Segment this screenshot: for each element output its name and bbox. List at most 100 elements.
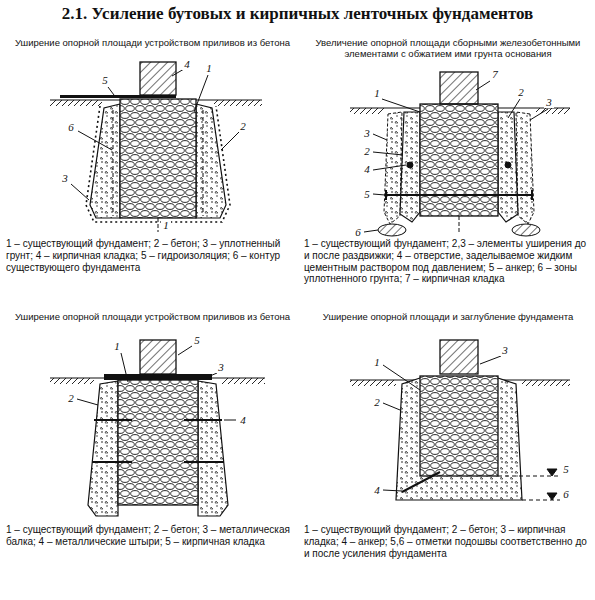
callout-number: 7 — [490, 68, 500, 80]
soil-hatch — [214, 100, 262, 106]
compacted-zone — [512, 224, 540, 236]
soil-hatch — [222, 378, 265, 384]
callout-number: 5 — [192, 334, 202, 346]
leader-line — [210, 373, 217, 376]
metal-pin — [92, 461, 132, 463]
leader-line — [78, 131, 112, 150]
rubble-foundation — [420, 104, 498, 216]
panel-caption: 1 – существующий фундамент; 2 – бетон; 3… — [6, 524, 292, 548]
leader-line — [364, 230, 378, 232]
callout-number: 1 — [204, 62, 214, 74]
soil-hatch — [522, 380, 570, 386]
level-line — [498, 476, 560, 477]
precast-element — [498, 112, 518, 222]
callout-number: 4 — [182, 58, 192, 70]
callout-number: 3 — [544, 96, 554, 108]
metal-pin — [94, 419, 132, 421]
leader-line — [178, 346, 192, 355]
panel-1-drawing — [50, 62, 262, 232]
callout-number: 2 — [372, 396, 382, 408]
concrete-haunch — [90, 104, 120, 218]
leader-line — [383, 403, 400, 410]
callout-number: 2 — [238, 120, 248, 132]
rubble-foundation — [120, 99, 196, 218]
compacted-zone — [378, 224, 406, 236]
callout-number: 2 — [66, 392, 76, 404]
callout-number: 4 — [362, 163, 372, 175]
callout-number: 4 — [238, 414, 248, 426]
callout-number: 3 — [362, 127, 372, 139]
leader-line — [383, 490, 402, 491]
callout-number: 1 — [161, 219, 171, 231]
soil-hatch — [50, 378, 94, 384]
leader-line — [373, 194, 385, 195]
precast-element-after — [516, 112, 534, 224]
panel-3-drawing — [50, 340, 265, 516]
callout-number: 6 — [66, 121, 76, 133]
leader-line — [476, 81, 490, 90]
old-contour — [203, 110, 204, 216]
axis-line — [158, 218, 159, 232]
precast-element — [400, 112, 420, 222]
callout-number: 2 — [516, 86, 526, 98]
leader-line — [373, 165, 406, 170]
panel-4-drawing — [350, 340, 570, 500]
level-line — [522, 500, 560, 501]
leader-line — [221, 132, 239, 150]
panel-heading: Уширение опорной площади и заглубление ф… — [306, 312, 590, 323]
leader-line — [108, 87, 114, 95]
grout-hole — [505, 162, 511, 168]
brick-wall — [440, 340, 478, 374]
brick-wall — [140, 62, 176, 95]
old-contour — [113, 110, 114, 216]
metal-pin — [184, 419, 222, 421]
brick-wall — [440, 72, 478, 104]
leader-line — [194, 75, 208, 112]
panel-heading: Увеличение опорной площади сборными желе… — [306, 38, 590, 60]
callout-number: 1 — [372, 356, 382, 368]
leader-line — [172, 69, 184, 76]
leader-line — [373, 134, 387, 140]
callout-number: 5 — [561, 463, 571, 475]
level-mark — [547, 493, 557, 500]
callout-number: 3 — [60, 172, 70, 184]
leader-line — [382, 99, 420, 112]
callout-number: 4 — [372, 484, 382, 496]
concrete-haunch — [198, 381, 228, 516]
callout-number: 1 — [112, 340, 122, 352]
soil-hatch — [50, 100, 102, 106]
panel-caption: 1 – существующий фундамент; 2 – бетон; 3… — [304, 524, 591, 559]
leader-line — [373, 152, 403, 155]
callout-number: 3 — [216, 361, 226, 373]
concrete-haunch — [88, 381, 118, 516]
rubble-foundation — [420, 376, 498, 476]
callout-number: 5 — [100, 74, 110, 86]
panel-2-drawing — [350, 72, 570, 236]
soil-hatch — [350, 108, 384, 114]
anchor-rod — [402, 472, 440, 492]
leader-line — [77, 399, 98, 405]
panel-caption: 1 – существующий фундамент; 2 – бетон; 3… — [6, 238, 292, 273]
anchor-rod — [386, 194, 532, 196]
callout-number: 5 — [362, 188, 372, 200]
leader-line — [71, 184, 89, 200]
callout-number: 2 — [362, 145, 372, 157]
anchor-nut — [531, 190, 533, 200]
leader-line — [224, 420, 236, 421]
leader-line — [508, 99, 520, 118]
axis-line — [459, 216, 460, 234]
concrete-haunch — [196, 104, 226, 218]
panel-heading: Уширение опорной площади устройством при… — [10, 38, 295, 49]
callout-number: 6 — [353, 226, 363, 238]
callout-number: 1 — [372, 87, 382, 99]
leader-line — [383, 365, 420, 390]
grout-hole — [407, 162, 413, 168]
leader-line — [480, 356, 501, 364]
callout-number: 6 — [561, 488, 571, 500]
metal-pin — [184, 461, 224, 463]
page-title: 2.1. Усиление бутовых и кирпичных ленточ… — [0, 4, 595, 24]
soil-hatch — [350, 380, 396, 386]
metal-beam — [104, 374, 212, 380]
panel-heading: Уширение опорной площади устройством при… — [10, 312, 295, 323]
